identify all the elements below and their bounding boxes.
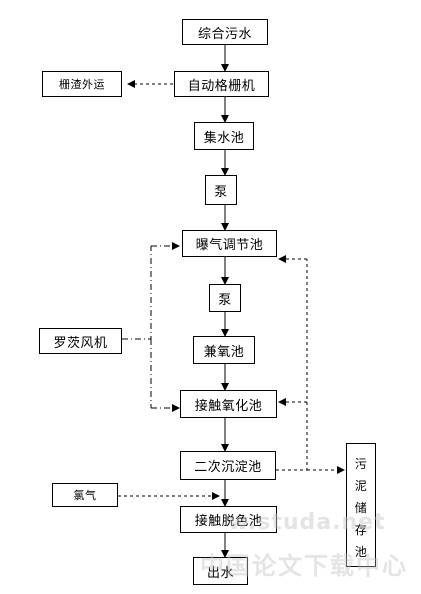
pump-2-box: 泵 — [209, 284, 241, 312]
aeration-tank-box: 曝气调节池 — [182, 230, 277, 257]
effluent-box: 出水 — [193, 557, 248, 585]
pump-1-box: 泵 — [205, 175, 237, 205]
sludge-line — [276, 259, 308, 471]
secondary-sedimentation-box: 二次沉淀池 — [180, 451, 276, 480]
collection-tank-box: 集水池 — [194, 122, 254, 150]
screen-waste-box: 栅渣外运 — [42, 71, 122, 97]
roots-blower-box: 罗茨风机 — [39, 328, 122, 354]
chlorine-box: 氯气 — [52, 483, 118, 507]
air-line — [122, 246, 152, 340]
contact-decolor-box: 接触脱色池 — [180, 506, 277, 533]
sludge-storage-box: 污泥储存池 — [346, 443, 376, 567]
contact-oxidation-box: 接触氧化池 — [180, 390, 277, 418]
anoxic-tank-box: 兼氧池 — [193, 336, 255, 364]
raw-water-box: 综合污水 — [182, 19, 268, 45]
auto-screen-box: 自动格栅机 — [174, 71, 269, 97]
